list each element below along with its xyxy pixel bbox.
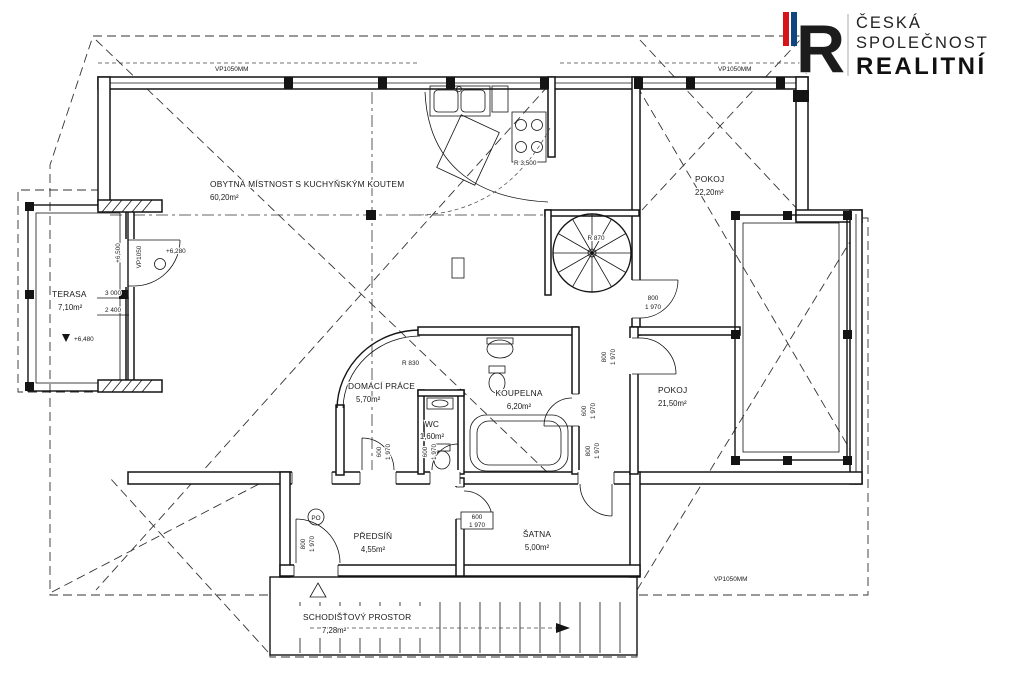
vp-top-right: VP1050MM [718,66,751,73]
vp-top-left: VP1050MM [215,66,248,73]
dim-door-utility-w: 600 [376,446,383,457]
area-closet: 5,00m² [525,543,550,552]
po-label: PO [311,515,320,522]
radius-stair: R 870 [587,235,604,242]
level-markers [62,258,325,526]
walls [97,76,863,578]
label-bath: KOUPELNA [495,388,542,398]
dim-2400: 2 400 [105,307,121,314]
balcony-structure [731,211,852,465]
label-terrace: TERASA [52,289,87,299]
dim-door-utility-h: 1 970 [385,444,392,460]
dim-door-entry-h: 1 970 [309,536,316,552]
area-living: 60,20m² [210,193,239,202]
label-room-top: POKOJ [695,174,724,184]
door-dimensions: 800 1 970 800 1 970 600 1 970 800 1 970 … [299,294,663,553]
door-openings [124,239,642,578]
dim-door-bath-h: 1 970 [590,403,597,419]
dim-door-room-top-h: 1 970 [645,304,661,311]
area-wc: 1,60m² [420,432,445,441]
level-6280: +6,280 [166,248,186,255]
dim-door-entry-w: 800 [300,538,307,549]
dim-door-room-top-w: 800 [648,295,659,302]
logo-stripe-blue [791,12,797,46]
dim-door-wc-w: 600 [422,446,429,457]
level-6480: +6,480 [74,336,94,343]
area-stair: 7,28m² [322,626,347,635]
logo-stripe-red [783,12,789,46]
chimney [793,90,809,102]
label-room-right: POKOJ [658,385,687,395]
dim-door-bath-w: 600 [581,405,588,416]
logo-line1: ČESKÁ [856,13,922,32]
area-utility: 5,70m² [356,395,381,404]
dim-3000: 3 000 [105,290,121,297]
room-labels: OBYTNÁ MÍSTNOST S KUCHYŇSKÝM KOUTEM 60,2… [51,173,725,636]
level-6500: +6,500 [115,243,122,263]
door-swings [133,239,679,564]
stove [511,111,547,163]
vp-bottom-right: VP1050MM [714,576,747,583]
kitchen-fixtures [419,85,551,279]
dim-door-closet-w: 800 [585,445,592,456]
logo-r-mark: R [796,11,845,87]
area-terrace: 7,10m² [58,303,83,312]
washbasin [486,339,514,359]
radius-kitchen: R 3,500 [514,160,537,167]
area-room-top: 22,20m² [695,188,724,197]
kitchen-island [436,114,500,186]
dim-door-room-right-h: 1 970 [610,349,617,365]
roof-slope-lines [51,39,863,653]
toilet-bath [488,372,506,394]
annotation-labels: VP1050MM VP1050MM VP1050MM VP1050 +6,500… [73,65,753,584]
label-closet: ŠATNA [523,529,552,539]
area-bath: 6,20m² [507,402,532,411]
spiral-staircase [552,213,632,293]
label-wc: WC [425,419,439,429]
dim-door-hall-h: 1 970 [469,522,485,529]
dim-door-room-right-w: 800 [601,351,608,362]
logo-line2: SPOLEČNOST [856,33,989,52]
dim-door-closet-h: 1 970 [594,443,601,459]
logo: R ČESKÁ SPOLEČNOST REALITNÍ [783,10,989,88]
dim-door-wc-h: 1 970 [431,444,438,460]
terrace-structure [25,199,163,393]
area-hall: 4,55m² [361,545,386,554]
toilet-wc [433,450,451,470]
label-hall: PŘEDSÍŇ [354,531,393,541]
area-room-right: 21,50m² [658,399,687,408]
label-stair: SCHODIŠŤOVÝ PROSTOR [303,612,411,622]
vp-terrace: VP1050 [136,245,143,268]
label-utility: DOMÁCÍ PRÁCE [348,381,415,391]
radius-utility: R 830 [402,360,419,367]
kitchen-sink [429,85,491,117]
fire-door-mark [307,508,325,526]
dim-door-hall-w: 600 [472,514,483,521]
logo-line3: REALITNÍ [856,52,987,80]
roof-outline [17,35,869,658]
staircase-area [269,576,638,656]
bath-fixtures [426,337,569,472]
bathtub [469,414,569,472]
column [366,210,376,220]
label-living: OBYTNÁ MÍSTNOST S KUCHYŇSKÝM KOUTEM [210,179,404,189]
